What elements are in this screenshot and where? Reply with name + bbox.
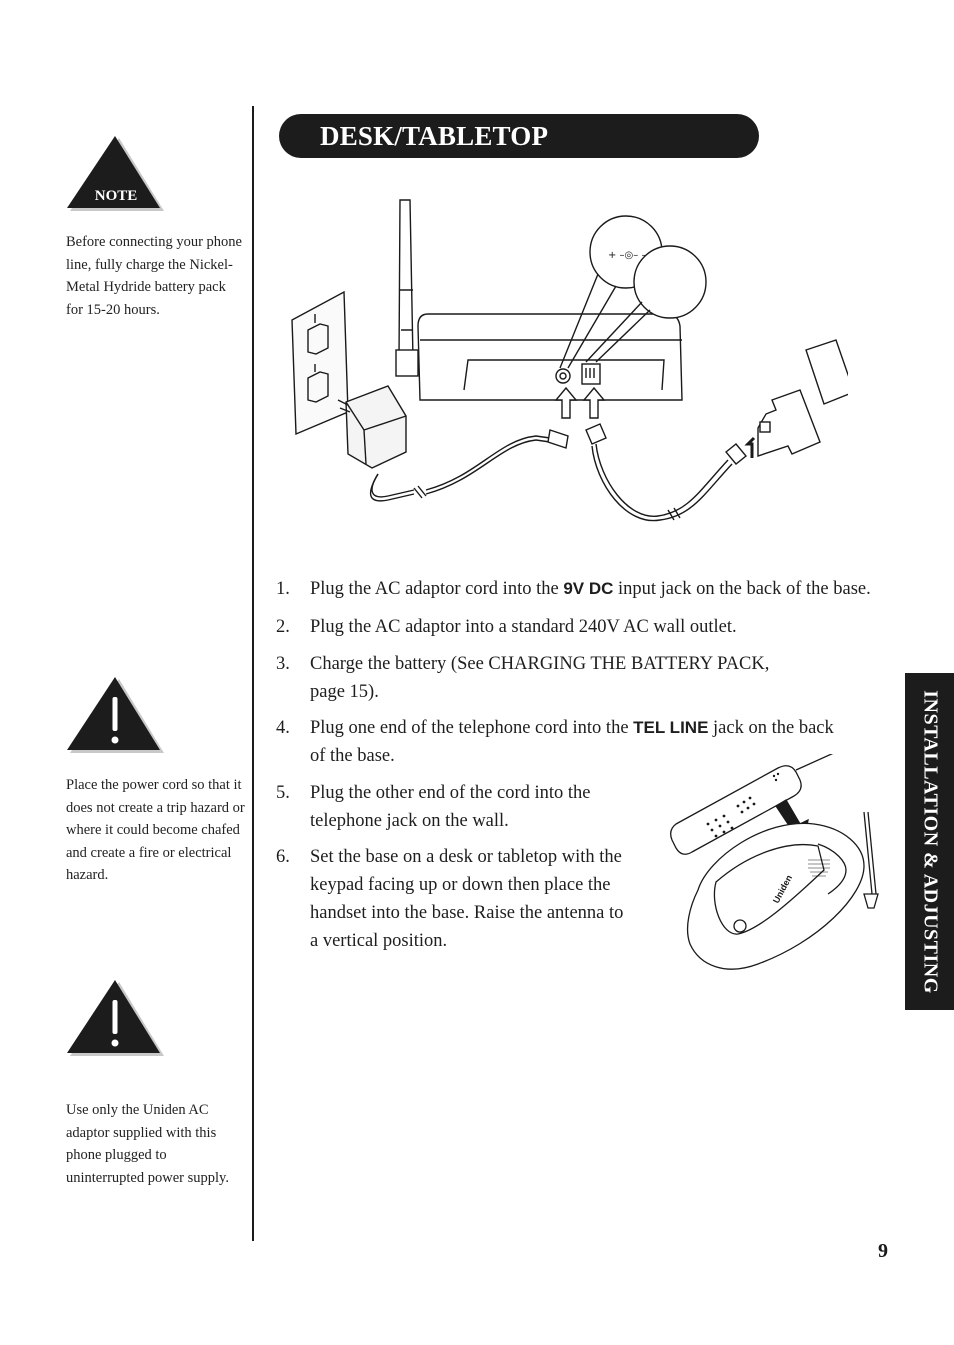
step-text: handset into the base. Raise the antenna… bbox=[310, 903, 624, 923]
warning-text-power-cord: Place the power cord so that it does not… bbox=[66, 777, 245, 883]
note-label: NOTE bbox=[95, 188, 138, 204]
step-text: Plug one end of the telephone cord into … bbox=[310, 718, 634, 738]
step-number: 1. bbox=[276, 579, 290, 599]
section-side-tab-label: INSTALLATION & ADJUSTING bbox=[919, 689, 941, 994]
step-number: 2. bbox=[276, 617, 290, 637]
step-number: 5. bbox=[276, 783, 290, 803]
column-divider bbox=[252, 106, 254, 1241]
step-number: 3. bbox=[276, 654, 290, 674]
step-text: Plug the other end of the cord into the bbox=[310, 783, 591, 803]
step-number: 6. bbox=[276, 847, 290, 867]
warning-triangle-icon bbox=[67, 980, 164, 1056]
wall-outlet-icon bbox=[291, 290, 349, 436]
step-text: telephone jack on the wall. bbox=[310, 811, 509, 831]
section-side-tab: INSTALLATION & ADJUSTING bbox=[905, 673, 954, 1010]
step-text: Set the base on a desk or tabletop with … bbox=[310, 847, 622, 867]
installation-diagram: + –◎– – bbox=[291, 199, 848, 522]
page-number: 9 bbox=[878, 1240, 888, 1262]
step-text: Plug the AC adaptor into a standard 240V… bbox=[310, 617, 737, 637]
callout-bubbles: + –◎– – bbox=[559, 215, 707, 369]
step-text: keypad facing up or down then place the bbox=[310, 875, 611, 895]
ac-adaptor-icon bbox=[337, 385, 551, 502]
step-text: Charge the battery (See CHARGING THE BAT… bbox=[310, 654, 770, 674]
arrow-up-icon bbox=[554, 386, 606, 419]
step-text: jack on the back bbox=[708, 718, 834, 738]
jack-polarity-label: + –◎– – bbox=[608, 250, 646, 261]
note-triangle-icon: NOTE bbox=[67, 136, 164, 211]
step-text: a vertical position. bbox=[310, 931, 448, 951]
cordless-phone-illustration: Uniden bbox=[670, 754, 879, 970]
telephone-cord-icon bbox=[585, 423, 747, 522]
step-emphasis: TEL LINE bbox=[633, 718, 709, 737]
antenna-icon bbox=[395, 199, 419, 377]
warning-triangle-icon bbox=[67, 677, 164, 753]
step-text: of the base. bbox=[310, 746, 395, 766]
section-title: DESK/TABLETOP INSTALLATION bbox=[279, 114, 759, 195]
warning-text-adaptor: Use only the Uniden AC adaptor supplied … bbox=[66, 1102, 229, 1186]
step-emphasis: 9V DC bbox=[563, 579, 614, 598]
note-text: Before connecting your phone line, fully… bbox=[66, 234, 242, 318]
step-text: page 15). bbox=[310, 682, 379, 702]
step-text: Plug the AC adaptor cord into the bbox=[310, 579, 564, 599]
base-unit-icon bbox=[417, 313, 683, 401]
step-number: 4. bbox=[276, 718, 290, 738]
step-text: input jack on the back of the base. bbox=[613, 579, 871, 599]
wall-jack-icon bbox=[744, 339, 848, 458]
